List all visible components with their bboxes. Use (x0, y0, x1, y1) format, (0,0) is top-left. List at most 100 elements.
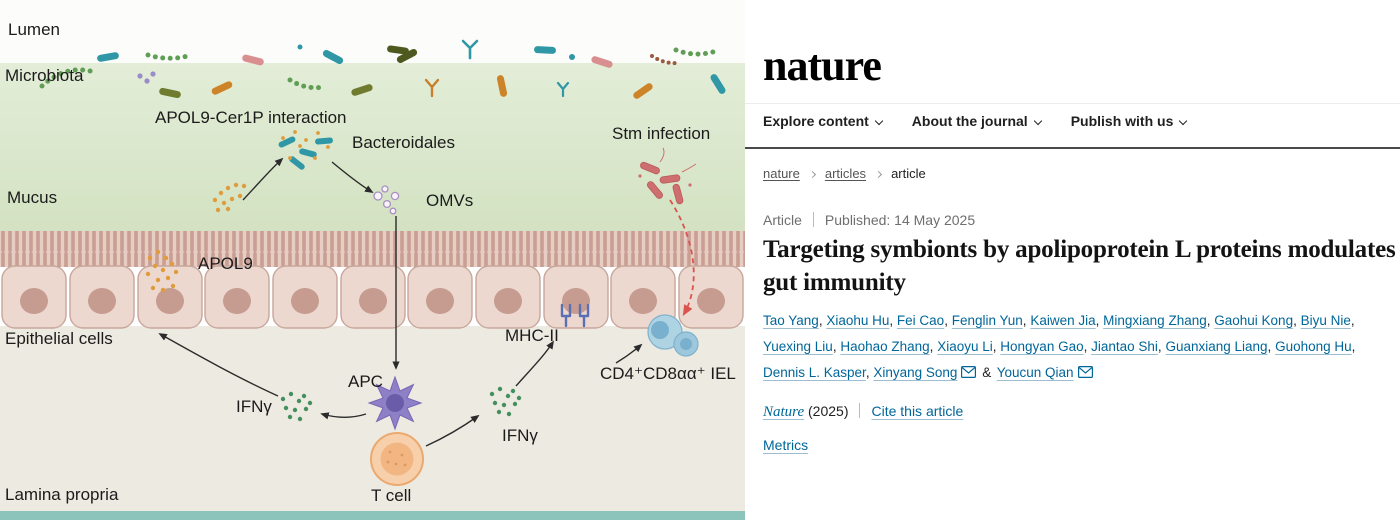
separator: , (1095, 313, 1100, 328)
label-epithelial-cells: Epithelial cells (5, 329, 113, 348)
separator: , (1022, 313, 1027, 328)
header-divider-light (745, 103, 1400, 104)
label-t-cell: T cell (371, 486, 412, 505)
arrows-group (158, 157, 643, 447)
journal-citation: Nature (2025) Cite this article (763, 403, 963, 421)
author-link[interactable]: Kaiwen Jia (1030, 313, 1096, 328)
author-link[interactable]: Mingxiang Zhang (1103, 313, 1207, 328)
apc-cell (367, 375, 423, 431)
label-mucus: Mucus (7, 188, 58, 207)
apol9-secreted-dots (212, 182, 247, 213)
metrics-link[interactable]: Metrics (763, 437, 809, 453)
nav-about-journal[interactable]: About the journal (911, 113, 1042, 129)
ifng-cluster-left (280, 391, 313, 422)
villi-brush-border (0, 231, 745, 267)
author-link[interactable]: Yuexing Liu (763, 339, 833, 354)
chevron-right-icon (875, 170, 883, 179)
author-link[interactable]: Biyu Nie (1300, 313, 1351, 328)
separator: , (929, 339, 934, 354)
author-link[interactable]: Guohong Hu (1275, 339, 1352, 354)
label-omvs: OMVs (426, 191, 474, 210)
mucus-zone (0, 63, 745, 231)
ifng-cluster-right (489, 386, 522, 417)
label-ifng-left: IFNγ (236, 397, 272, 416)
nav-publish-with-us[interactable]: Publish with us (1070, 113, 1188, 129)
nature-logo[interactable]: nature (763, 41, 882, 90)
metrics-row: Metrics (763, 437, 808, 455)
journal-link[interactable]: Nature (763, 404, 805, 420)
separator: , (1293, 313, 1297, 328)
chevron-down-icon (1033, 117, 1042, 126)
author-link[interactable]: Gaohui Kong (1214, 313, 1294, 328)
author-link[interactable]: Fei Cao (896, 313, 945, 328)
divider (859, 403, 861, 418)
label-lumen: Lumen (8, 20, 60, 39)
label-apol9-cer1p: APOL9-Cer1P interaction (155, 108, 347, 127)
label-mhc2: MHC-II (505, 326, 559, 345)
figure-footer-bar (0, 511, 745, 520)
stm-infection-dashed-arrow (669, 199, 695, 317)
ampersand: & (982, 365, 992, 380)
figure-canvas (0, 0, 745, 520)
epithelial-nuclei (20, 288, 725, 314)
author-link[interactable]: Xiaohu Hu (826, 313, 890, 328)
lamina-propria-zone (0, 326, 745, 512)
chevron-down-icon (874, 117, 884, 126)
article-page: nature Explore content About the journal… (745, 0, 1400, 520)
chevron-down-icon (1179, 117, 1188, 126)
omvs-group (373, 185, 400, 215)
separator: , (889, 313, 894, 328)
author-link[interactable]: Xinyang Song (873, 365, 958, 380)
author-link[interactable]: Hongyan Gao (1000, 339, 1084, 354)
nav-label: Explore content (763, 113, 869, 129)
separator: , (1206, 313, 1211, 328)
gut-immunity-figure: Lumen Microbiota APOL9-Cer1P interaction… (0, 0, 745, 520)
nav-label: Publish with us (1070, 113, 1174, 129)
iel-cell (647, 314, 699, 357)
label-apol9: APOL9 (198, 254, 253, 273)
author-list: Tao Yang, Xiaohu Hu, Fei Cao, Fenglin Yu… (763, 308, 1395, 386)
separator: , (865, 365, 870, 380)
separator: , (992, 339, 997, 354)
chevron-right-icon (808, 170, 816, 179)
separator: , (1267, 339, 1272, 354)
main-nav: Explore content About the journal Publis… (763, 113, 1188, 129)
author-link[interactable]: Guanxiang Liang (1165, 339, 1268, 354)
email-icon[interactable] (961, 366, 977, 379)
lumen-zone (0, 0, 745, 63)
author-link[interactable]: Jiantao Shi (1091, 339, 1158, 354)
separator: , (1083, 339, 1088, 354)
cite-article-link[interactable]: Cite this article (871, 403, 964, 419)
article-type: Article (763, 212, 802, 228)
author-link[interactable]: Youcun Qian (996, 365, 1074, 380)
t-cell (370, 432, 424, 486)
author-link[interactable]: Dennis L. Kasper (763, 365, 866, 380)
separator: , (818, 313, 823, 328)
bacteroidales-cluster (278, 130, 333, 170)
email-icon[interactable] (1077, 366, 1093, 379)
article-title: Targeting symbionts by apolipoprotein L … (763, 236, 1396, 296)
divider (812, 212, 814, 227)
separator: , (832, 339, 837, 354)
breadcrumb-articles[interactable]: articles (824, 166, 867, 181)
label-bacteroidales: Bacteroidales (352, 133, 456, 152)
author-link[interactable]: Haohao Zhang (840, 339, 930, 354)
separator: , (1350, 313, 1355, 328)
label-apc: APC (348, 372, 383, 391)
label-ifng-right: IFNγ (502, 426, 538, 445)
mhc2-molecules (560, 303, 590, 328)
label-microbiota: Microbiota (5, 66, 84, 85)
label-stm-infection: Stm infection (612, 124, 711, 143)
nav-label: About the journal (911, 113, 1028, 129)
label-cd4-iel: CD4⁺CD8αα⁺ IEL (600, 364, 736, 383)
nav-explore-content[interactable]: Explore content (763, 113, 884, 129)
apol9-dots (145, 249, 179, 293)
journal-year: (2025) (808, 403, 849, 419)
separator: , (1157, 339, 1162, 354)
published-date: Published: 14 May 2025 (824, 212, 976, 228)
author-link[interactable]: Fenglin Yun (951, 313, 1023, 328)
breadcrumb-nature[interactable]: nature (763, 166, 800, 181)
author-link[interactable]: Xiaoyu Li (937, 339, 993, 354)
author-link[interactable]: Tao Yang (763, 313, 819, 328)
